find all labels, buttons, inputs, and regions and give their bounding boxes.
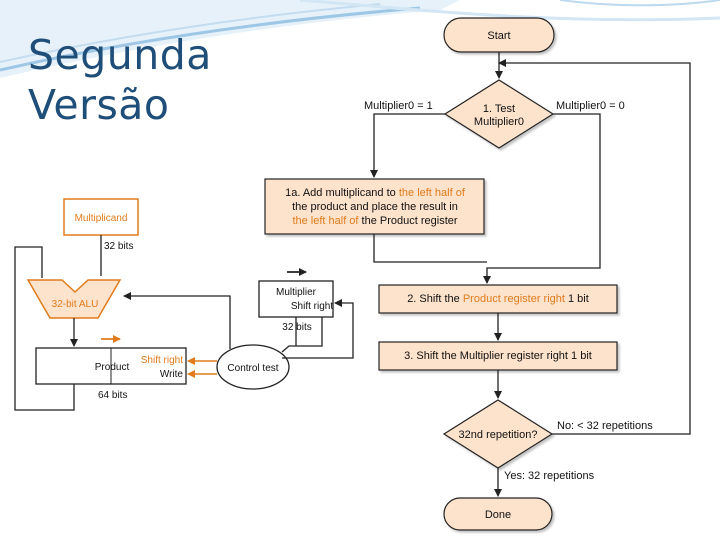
step-1a-line1: 1a. Add multiplicand to the left half of	[285, 187, 466, 199]
test-label-line2: Multiplier0	[474, 116, 524, 128]
branch-eq1-label: Multiplier0 = 1	[364, 100, 433, 112]
eq1-branch-arrow	[370, 113, 445, 178]
title-line-2: Versão	[28, 81, 170, 129]
step-1a-box	[264, 178, 485, 235]
step-2-label: 2. Shift the Product register right 1 bi…	[407, 293, 589, 305]
control-test-label: Control test	[227, 363, 278, 374]
product-shift-label: Shift right	[141, 355, 183, 366]
control-to-multiplier-wire	[282, 299, 354, 359]
alu-shape	[26, 279, 122, 319]
test-label-line1: 1. Test	[483, 103, 515, 115]
title-line-1: Segunda	[28, 31, 212, 79]
alu-label: 32-bit ALU	[52, 299, 99, 310]
step-1a-line3-a: the left half of	[292, 215, 359, 227]
eq0-branch-arrow	[483, 113, 601, 284]
done-label: Done	[485, 509, 511, 521]
product-feedback-wire	[14, 246, 75, 411]
multiplicand-label: Multiplicand	[75, 213, 128, 224]
test-decision	[443, 79, 555, 149]
step-2-a: 2. Shift the	[407, 293, 463, 305]
yes-branch-label: Yes: 32 repetitions	[504, 470, 595, 482]
multiplicand-register	[63, 198, 139, 236]
product-label: Product	[95, 362, 130, 373]
step-3-label: 3. Shift the Multiplier register right 1…	[404, 350, 592, 362]
multiplier-bits-label: 32 bits	[282, 322, 311, 333]
step-1a-line2: the product and place the result in	[292, 201, 458, 213]
flowchart: Start 1. Test Multiplier0 Multiplier0 = …	[264, 17, 691, 531]
multiplier-shift-label: Shift right	[291, 301, 333, 312]
done-node	[443, 497, 553, 531]
multiplier-lsb-to-control	[281, 317, 323, 353]
step-3-box	[378, 341, 618, 371]
product-bits-label: 64 bits	[98, 390, 127, 401]
step-2-box	[378, 284, 618, 314]
hardware-diagram: Multiplicand 32 bits 32-bit ALU Product …	[14, 198, 354, 411]
start-label: Start	[487, 30, 510, 42]
no-branch-label: No: < 32 repetitions	[557, 420, 653, 432]
step-2-b: Product register right	[463, 293, 565, 305]
slide-title: Segunda Versão	[28, 30, 212, 130]
branch-eq0-label: Multiplier0 = 0	[556, 100, 625, 112]
control-test-unit	[216, 344, 290, 390]
multiplier-label: Multiplier	[276, 287, 317, 298]
decision-label: 32nd repetition?	[459, 429, 538, 441]
step-1a-line3-b: the Product register	[358, 215, 457, 227]
step-2-c: 1 bit	[565, 293, 589, 305]
product-write-label: Write	[160, 369, 184, 380]
step-1a-line3: the left half of the Product register	[292, 215, 457, 227]
no-branch-loop	[498, 59, 691, 435]
step-1a-line1-b: the left half of	[399, 187, 466, 199]
multiplicand-bits-label: 32 bits	[104, 241, 133, 252]
multiplier-register	[258, 280, 334, 318]
step-1a-line1-a: 1a. Add multiplicand to	[285, 187, 399, 199]
control-to-alu-wire	[123, 292, 231, 349]
step-1a-to-step-2	[373, 234, 487, 263]
